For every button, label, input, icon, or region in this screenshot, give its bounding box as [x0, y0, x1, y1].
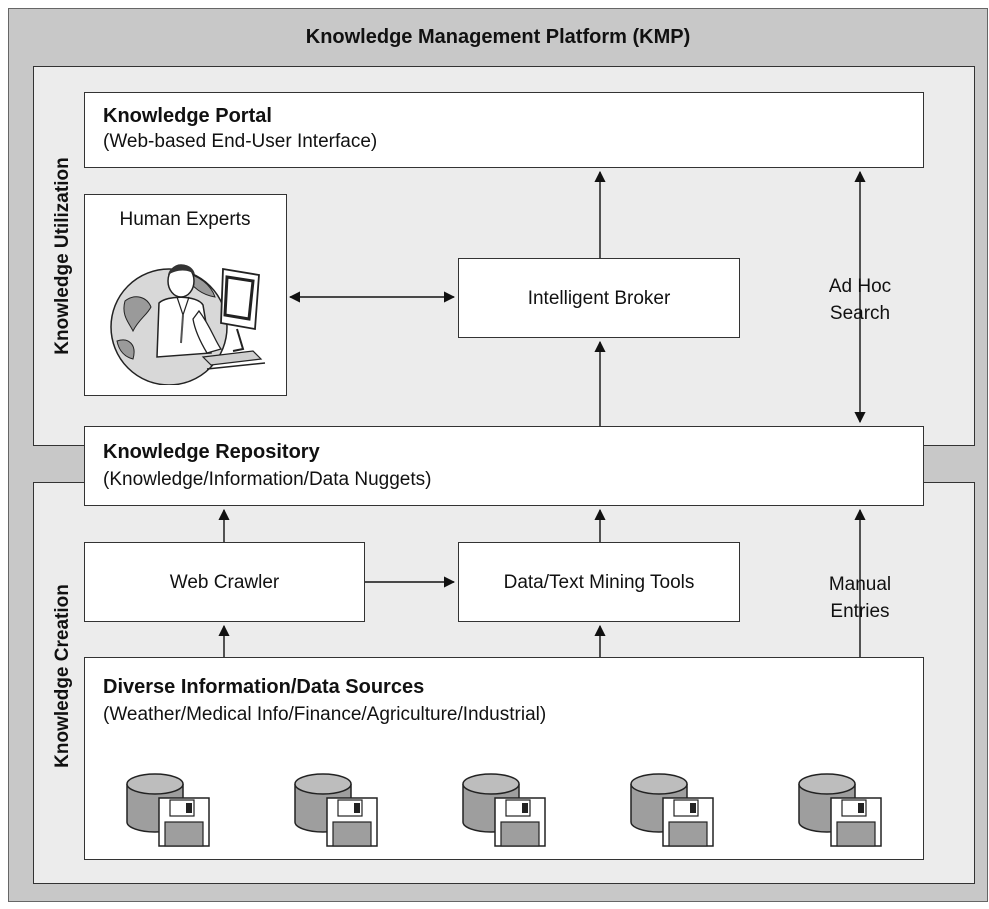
- repository-subtitle: (Knowledge/Information/Data Nuggets): [103, 469, 432, 490]
- mining-label: Data/Text Mining Tools: [503, 571, 695, 593]
- repository-title: Knowledge Repository: [103, 441, 320, 463]
- human-experts-box: Human Experts: [84, 194, 287, 396]
- database-disk-icon: [629, 770, 719, 855]
- database-disk-icon: [461, 770, 551, 855]
- knowledge-portal-box: Knowledge Portal (Web-based End-User Int…: [84, 92, 924, 168]
- web-crawler-box: Web Crawler: [84, 542, 365, 622]
- human-experts-label: Human Experts: [119, 209, 251, 230]
- database-disk-icon: [797, 770, 887, 855]
- database-disk-icon: [293, 770, 383, 855]
- intelligent-broker-box: Intelligent Broker: [458, 258, 740, 338]
- portal-title: Knowledge Portal: [103, 105, 272, 127]
- platform-title: Knowledge Management Platform (KMP): [305, 26, 691, 48]
- portal-subtitle: (Web-based End-User Interface): [103, 131, 378, 152]
- knowledge-repository-box: Knowledge Repository (Knowledge/Informat…: [84, 426, 924, 506]
- sources-subtitle: (Weather/Medical Info/Finance/Agricultur…: [103, 704, 547, 725]
- mining-tools-box: Data/Text Mining Tools: [458, 542, 740, 622]
- broker-label: Intelligent Broker: [527, 287, 671, 309]
- human-expert-illustration: [110, 264, 266, 385]
- database-disk-icon: [125, 770, 215, 855]
- data-sources-box: Diverse Information/Data Sources (Weathe…: [84, 657, 924, 860]
- crawler-label: Web Crawler: [169, 571, 280, 593]
- sources-title: Diverse Information/Data Sources: [103, 676, 425, 698]
